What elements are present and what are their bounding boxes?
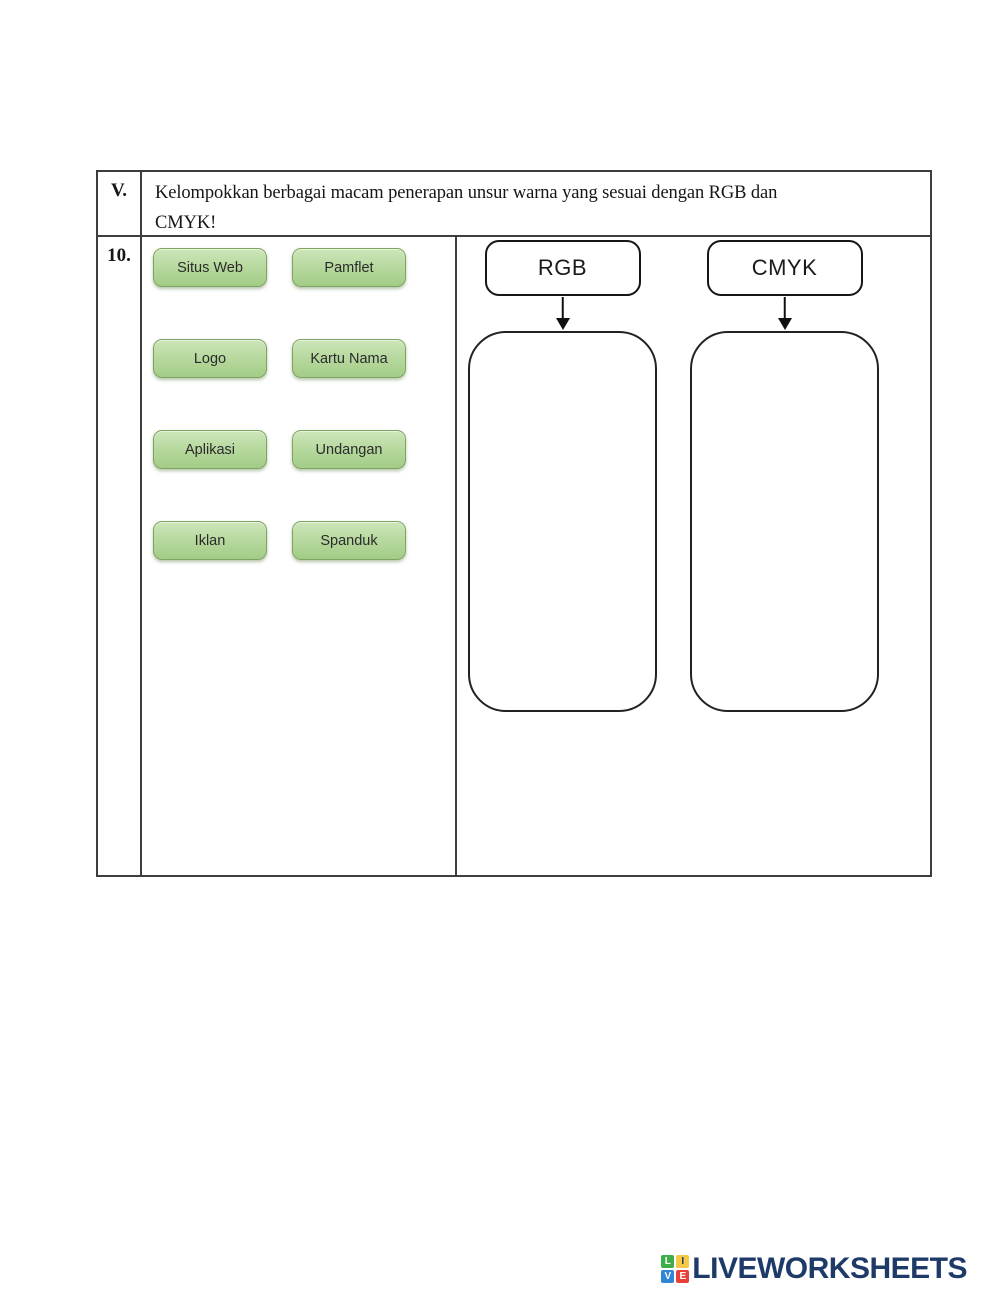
logo-tile-i: I bbox=[676, 1255, 690, 1268]
rgb-column: RGB bbox=[468, 240, 657, 712]
logo-tile-e: E bbox=[676, 1270, 690, 1283]
draggable-chip-spanduk[interactable]: Spanduk bbox=[292, 521, 406, 560]
draggable-chip-kartu-nama[interactable]: Kartu Nama bbox=[292, 339, 406, 378]
cmyk-dropzone[interactable] bbox=[690, 331, 879, 712]
brand-text: LIVEWORKSHEETS bbox=[692, 1252, 967, 1285]
rgb-dropzone[interactable] bbox=[468, 331, 657, 712]
question-number: V. bbox=[98, 172, 142, 235]
draggable-chip-iklan[interactable]: Iklan bbox=[153, 521, 267, 560]
arrow-down-icon bbox=[777, 296, 793, 331]
arrow-down-icon bbox=[555, 296, 571, 331]
category-board: RGB CMYK bbox=[457, 237, 930, 875]
task-row: 10. Situs Web Pamflet Logo Kartu Nama Ap… bbox=[98, 237, 930, 875]
cmyk-column: CMYK bbox=[690, 240, 879, 712]
logo-tile-l: L bbox=[661, 1255, 675, 1268]
rgb-category-box: RGB bbox=[484, 240, 641, 296]
cmyk-category-box: CMYK bbox=[706, 240, 863, 296]
draggable-chip-pamflet[interactable]: Pamflet bbox=[292, 248, 406, 287]
worksheet-table: V. Kelompokkan berbagai macam penerapan … bbox=[96, 170, 932, 877]
question-text: Kelompokkan berbagai macam penerapan uns… bbox=[155, 183, 778, 233]
logo-tile-v: V bbox=[661, 1270, 675, 1283]
draggable-chip-aplikasi[interactable]: Aplikasi bbox=[153, 430, 267, 469]
liveworksheets-logo[interactable]: L I V E LIVEWORKSHEETS bbox=[661, 1252, 967, 1286]
chips-grid: Situs Web Pamflet Logo Kartu Nama Aplika… bbox=[153, 248, 455, 560]
draggables-panel: Situs Web Pamflet Logo Kartu Nama Aplika… bbox=[142, 237, 457, 875]
liveworksheets-tiles-icon: L I V E bbox=[661, 1255, 690, 1283]
draggable-chip-logo[interactable]: Logo bbox=[153, 339, 267, 378]
task-number: 10. bbox=[98, 237, 142, 875]
draggable-chip-situs-web[interactable]: Situs Web bbox=[153, 248, 267, 287]
question-row: V. Kelompokkan berbagai macam penerapan … bbox=[98, 172, 930, 237]
draggable-chip-undangan[interactable]: Undangan bbox=[292, 430, 406, 469]
